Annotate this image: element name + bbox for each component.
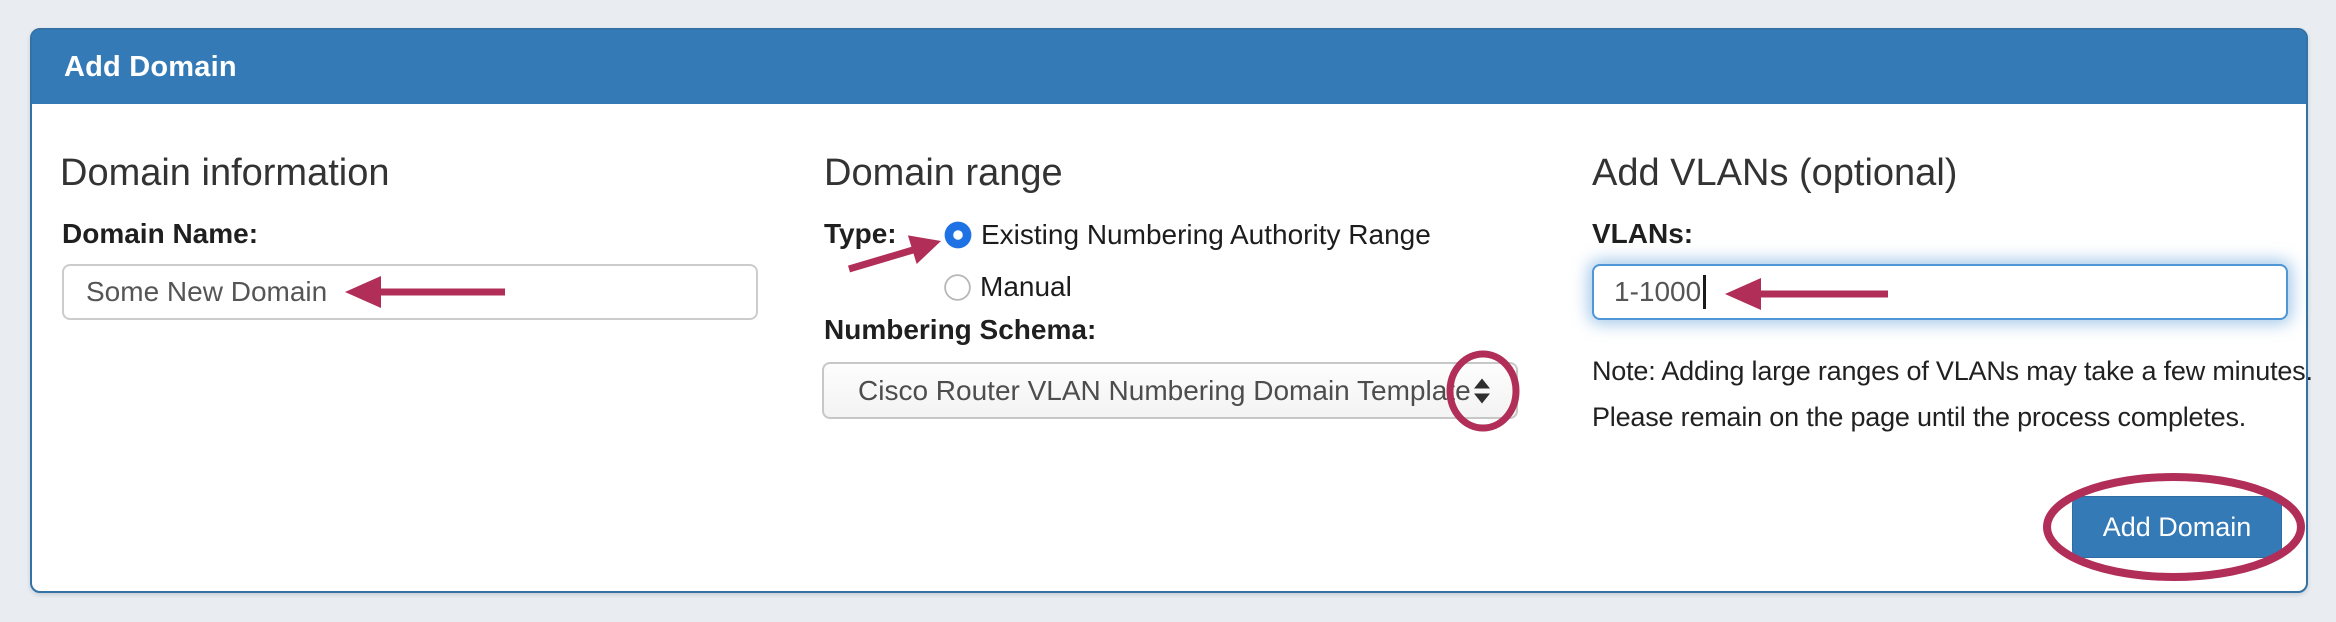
domain-name-label: Domain Name:	[62, 218, 259, 249]
radio-existing-numbering-authority-range[interactable]: Existing Numbering Authority Range	[944, 219, 1431, 250]
type-label: Type:	[824, 218, 897, 249]
radio-manual[interactable]: Manual	[944, 271, 1072, 302]
numbering-schema-select[interactable]: Cisco Router VLAN Numbering Domain Templ…	[822, 362, 1518, 419]
numbering-schema-label: Numbering Schema:	[824, 314, 1097, 345]
numbering-schema-selected-value: Cisco Router VLAN Numbering Domain Templ…	[858, 374, 1471, 406]
add-domain-button[interactable]: Add Domain	[2072, 496, 2282, 558]
vlans-label: VLANs:	[1592, 218, 1694, 249]
radio-label: Existing Numbering Authority Range	[981, 219, 1431, 250]
section-heading-add-vlans: Add VLANs (optional)	[1592, 152, 1958, 194]
section-heading-domain-information: Domain information	[60, 152, 390, 194]
section-heading-domain-range: Domain range	[824, 152, 1063, 194]
vlans-note: Note: Adding large ranges of VLANs may t…	[1592, 356, 2313, 432]
radio-selected-icon	[944, 221, 972, 249]
panel-header: Add Domain	[32, 30, 2306, 104]
text-cursor	[1703, 275, 1707, 309]
radio-label: Manual	[980, 271, 1072, 302]
domain-name-input[interactable]: Some New Domain	[62, 264, 758, 320]
panel-title: Add Domain	[64, 50, 237, 83]
radio-unselected-icon	[944, 273, 971, 301]
vlans-input[interactable]: 1-1000	[1592, 264, 2288, 320]
vlans-input-value: 1-1000	[1614, 276, 1702, 307]
select-arrows-icon	[1474, 378, 1490, 403]
domain-name-input-value: Some New Domain	[86, 276, 328, 307]
